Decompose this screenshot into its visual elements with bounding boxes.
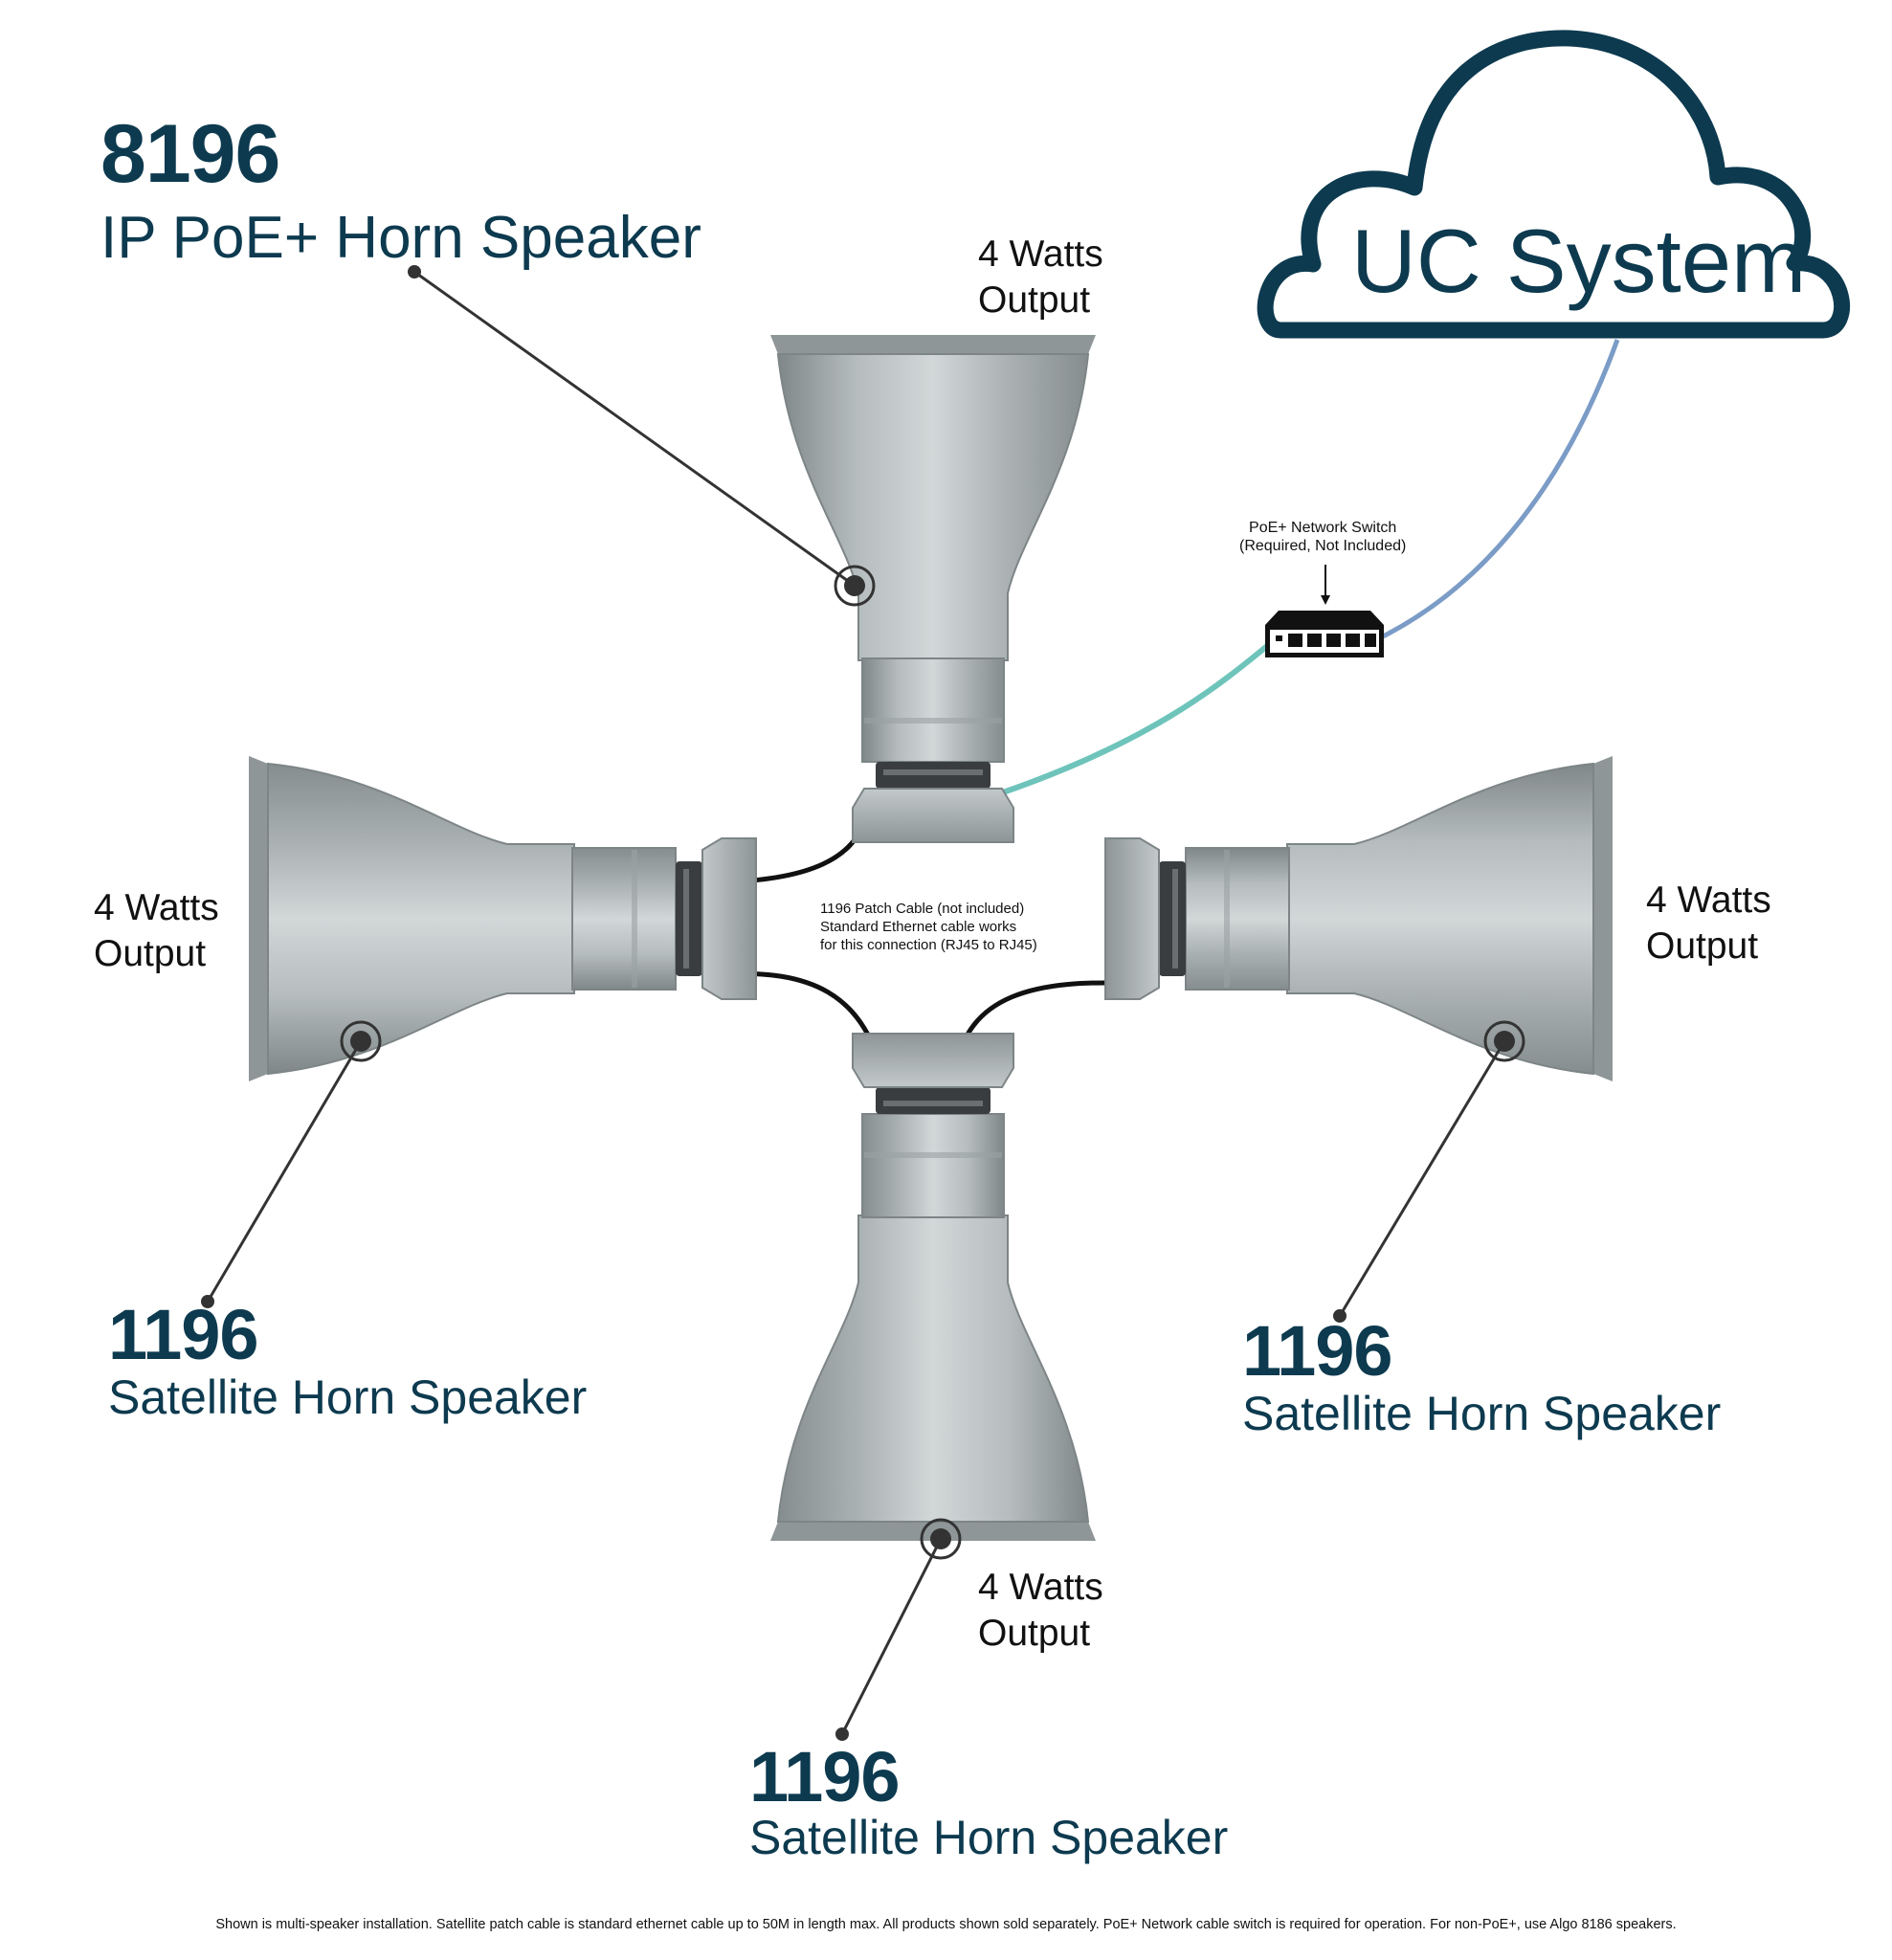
patch-cable-note: 1196 Patch Cable (not included) Standard… [820, 901, 1037, 953]
satellite-left-output: 4 Watts Output [94, 887, 219, 974]
footer-disclaimer: Shown is multi-speaker installation. Sat… [215, 1917, 1677, 1932]
poe-cable [1002, 638, 1275, 795]
satellite-right-description: Satellite Horn Speaker [1242, 1387, 1722, 1440]
horn-speaker-1196-right [1104, 755, 1614, 1082]
main-speaker-output: 4 Watts Output [978, 234, 1103, 321]
switch-label: PoE+ Network Switch (Required, Not Inclu… [1239, 520, 1407, 554]
cloud-icon [1257, 30, 1851, 339]
horn-speaker-1196-bottom [769, 1033, 1097, 1542]
satellite-right-model: 1196 [1242, 1311, 1393, 1391]
satellite-left-model: 1196 [108, 1295, 259, 1374]
satellite-left-description: Satellite Horn Speaker [108, 1370, 588, 1424]
horn-speaker-1196-left [248, 755, 757, 1082]
main-speaker-description: IP PoE+ Horn Speaker [100, 205, 701, 271]
uplink-cable [1371, 339, 1620, 644]
main-speaker-model: 8196 [100, 108, 280, 200]
satellite-bottom-model: 1196 [749, 1737, 901, 1816]
horn-speaker-8196 [769, 334, 1097, 843]
network-switch-icon [1265, 565, 1384, 657]
satellite-right-output: 4 Watts Output [1646, 880, 1771, 967]
satellite-bottom-description: Satellite Horn Speaker [749, 1811, 1229, 1864]
satellite-bottom-output: 4 Watts Output [978, 1567, 1103, 1654]
uc-system-label: UC System [1351, 211, 1807, 311]
